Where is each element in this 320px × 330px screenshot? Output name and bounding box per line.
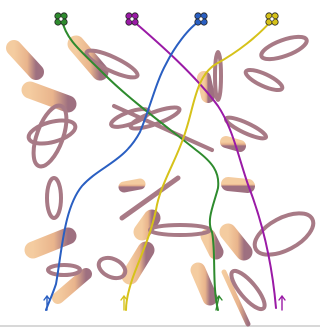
tube-obstacle [198,270,210,298]
tube-obstacle [228,184,248,186]
flower-icon[interactable] [195,13,207,25]
tube-obstacle [58,274,86,298]
ring-obstacle [48,265,80,275]
flower-icon[interactable] [126,13,138,25]
arrow-up-icon[interactable] [216,296,222,310]
ring-obstacle [243,66,284,94]
tube-obstacle [226,142,240,146]
flower-icon[interactable] [266,13,278,25]
tube-obstacle [124,184,140,187]
ring-obstacle [96,254,129,282]
tube-obstacle [30,90,68,104]
ring-obstacle [215,52,221,100]
flower-icon[interactable] [55,13,67,25]
arrow-up-icon[interactable] [279,296,285,310]
ring-obstacle [47,178,61,218]
start-markers [55,13,278,25]
tube-obstacle [14,48,36,72]
ring-obstacle [150,225,210,235]
ring-obstacle [259,32,310,63]
ring-obstacle [26,116,78,148]
rings [26,32,320,313]
paths [46,20,276,310]
tube-obstacle [228,232,244,252]
